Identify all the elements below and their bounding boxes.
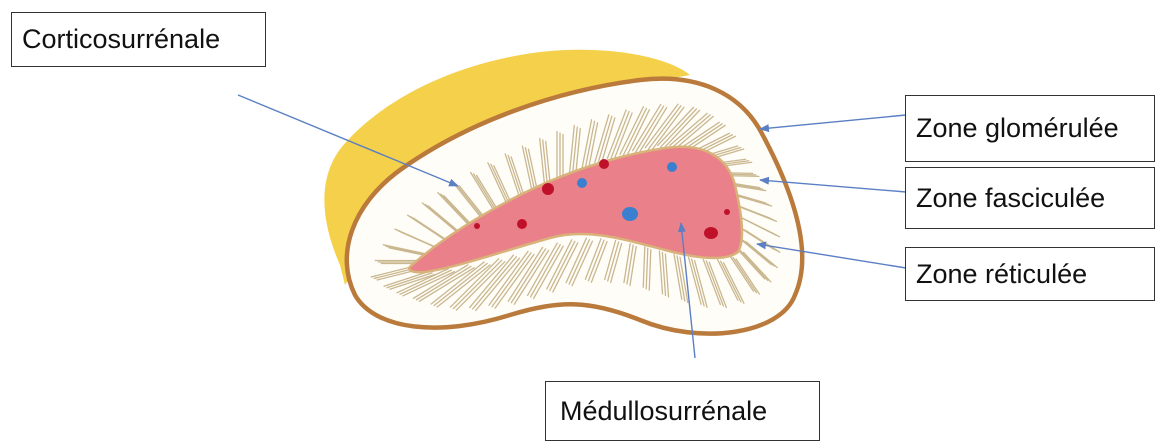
red-vessel [542,183,554,195]
label-zone-glomerulee: Zone glomérulée [905,95,1155,162]
label-zone-reticulee: Zone réticulée [905,247,1155,301]
blue-vessel [622,207,638,221]
red-vessel [517,219,527,229]
arrow-zone-glomerulee [760,115,906,129]
red-vessel [474,223,480,229]
label-zone-fasciculee: Zone fasciculée [905,167,1155,229]
red-vessel [599,159,609,169]
blue-vessel [577,178,587,188]
red-vessel [704,227,718,239]
label-medullosurrenale: Médullosurrénale [545,381,820,441]
blue-vessel [667,162,677,172]
red-vessel [724,209,730,215]
label-corticosurrenale: Corticosurrénale [11,12,266,67]
